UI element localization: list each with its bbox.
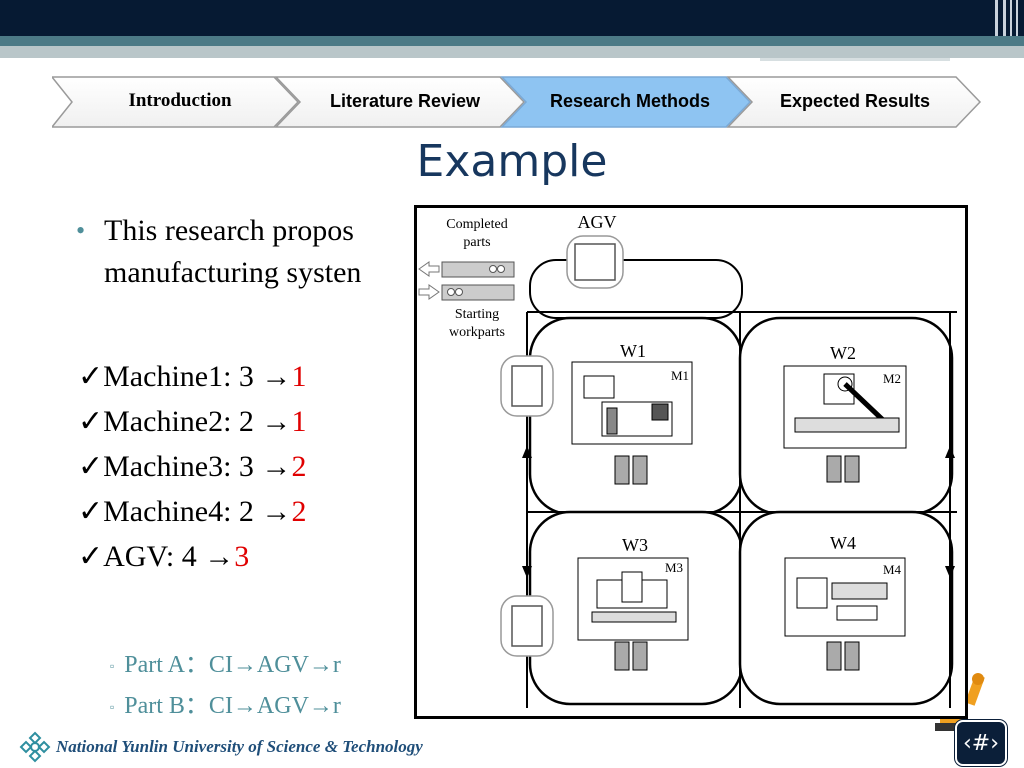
- header-band: [0, 0, 1024, 36]
- machine-m3: [577, 557, 689, 671]
- bullet-line-2: manufacturing systen: [104, 256, 362, 289]
- agv-vehicle-top: [566, 235, 624, 289]
- university-logo-icon: [19, 731, 51, 763]
- machine-m3-label: M3: [664, 560, 684, 575]
- section-nav: [52, 76, 982, 128]
- machine-m4: [784, 557, 906, 671]
- header-teal-band: [0, 36, 1024, 46]
- tab-expected-results-shape: [726, 76, 982, 128]
- tab-literature-review[interactable]: Literature Review: [329, 90, 481, 111]
- bullet-line-1: This research propos: [104, 214, 354, 247]
- main-bullet: • This research propos manufacturing sys…: [76, 210, 436, 294]
- layout-diagram-svg: [418, 235, 957, 708]
- machine-m2: [783, 365, 907, 483]
- tab-research-methods-shape: [500, 76, 752, 128]
- check-item: ✓AGV: 4 →3: [78, 540, 250, 573]
- resource-list: ✓Machine1: 3 →1 ✓Machine2: 2 →1 ✓Machine…: [78, 354, 306, 579]
- station-w4-label: W4: [830, 533, 856, 553]
- machine-m1: [571, 361, 693, 485]
- university-name: National Yunlin University of Science & …: [56, 737, 423, 756]
- page-number-badge: ‹#›: [955, 720, 1007, 766]
- station-w3-label: W3: [622, 535, 648, 555]
- tab-expected-results[interactable]: Expected Results: [779, 90, 931, 111]
- agv-vehicle-left-bottom: [500, 595, 554, 657]
- check-item: ✓Machine3: 3 →2: [78, 450, 307, 483]
- station-w1-label: W1: [620, 341, 646, 361]
- check-item: ✓Machine4: 2 →2: [78, 495, 307, 528]
- check-item: ✓Machine2: 2 →1: [78, 405, 307, 438]
- completed-parts-label: Completed parts: [446, 217, 508, 250]
- layout-diagram: AGV Completed parts Starting workparts W…: [414, 205, 968, 719]
- tab-literature-review-shape: [274, 76, 526, 128]
- slide-title: Example: [416, 136, 608, 187]
- header-light-band: [0, 46, 1024, 58]
- square-bullet-icon: ▫: [110, 699, 115, 714]
- machine-m2-label: M2: [882, 371, 902, 386]
- sub-item-part-b: ▫Part B：CI→AGV→r: [110, 693, 341, 719]
- check-item: ✓Machine1: 3 →1: [78, 360, 307, 393]
- agv-vehicle-left: [500, 355, 554, 417]
- machine-m4-label: M4: [882, 562, 902, 577]
- station-w2-label: W2: [830, 343, 856, 363]
- square-bullet-icon: ▫: [110, 658, 115, 673]
- conveyor-io: [418, 261, 515, 301]
- agv-label: AGV: [577, 212, 617, 232]
- tab-introduction-shape: [52, 76, 300, 128]
- tab-research-methods[interactable]: Research Methods: [549, 90, 711, 111]
- tab-introduction[interactable]: Introduction: [128, 90, 232, 111]
- starting-workparts-label: Starting workparts: [449, 307, 505, 340]
- sub-item-part-a: ▫Part A：CI→AGV→r: [110, 652, 341, 678]
- header-accent-line: [760, 58, 950, 61]
- bullet-dot-icon: •: [76, 216, 86, 245]
- machine-m1-label: M1: [670, 368, 690, 383]
